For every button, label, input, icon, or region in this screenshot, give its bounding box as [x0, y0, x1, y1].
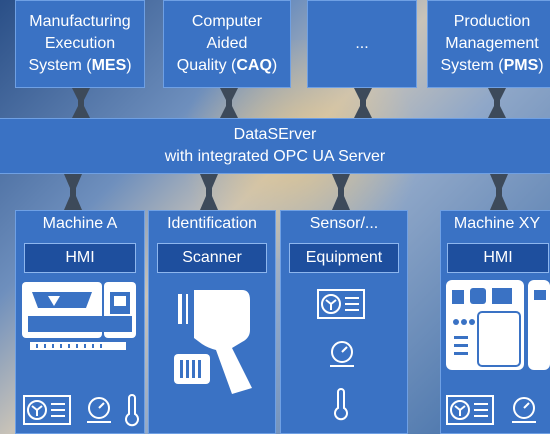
- other-system-box[interactable]: ...: [307, 0, 417, 88]
- machine-xy-title: Machine XY: [453, 215, 541, 232]
- machine-a-hmi[interactable]: HMI: [24, 243, 136, 273]
- sensor-icons: [317, 289, 365, 421]
- equipment-label[interactable]: Equipment: [289, 243, 399, 273]
- scanner-label[interactable]: Scanner: [157, 243, 267, 273]
- machine-a-sensors-icons: [23, 394, 139, 427]
- connector-mes: [72, 88, 90, 118]
- machine-xy-sensors-icons: [446, 395, 536, 425]
- bottom-connectors: [64, 174, 508, 210]
- mes-line1: Manufacturing: [29, 13, 131, 30]
- dataserver-subtitle: with integrated OPC UA Server: [164, 148, 386, 165]
- connector-other: [354, 88, 372, 118]
- caq-box[interactable]: Computer Aided Quality (CAQ): [163, 0, 291, 88]
- cnc-machine-icon: [22, 282, 136, 350]
- pms-line1: Production: [453, 13, 531, 30]
- dataserver-box[interactable]: DataSErver with integrated OPC UA Server: [0, 118, 550, 174]
- caq-line1: Computer: [191, 13, 263, 30]
- caq-line3: Quality (CAQ): [176, 57, 278, 74]
- identification-panel[interactable]: Identification Scanner: [148, 210, 276, 434]
- sensor-title: Sensor/...: [309, 215, 379, 232]
- machine-xy-hmi[interactable]: HMI: [447, 243, 549, 273]
- machine-xy-icon: [446, 280, 550, 370]
- connector-caq: [220, 88, 238, 118]
- pms-line3: System (PMS): [440, 57, 544, 74]
- connector-identification: [200, 174, 218, 210]
- other-system-label: ...: [355, 35, 369, 52]
- dataserver-title: DataSErver: [233, 126, 317, 143]
- barcode-scanner-icon: [174, 290, 252, 394]
- identification-title: Identification: [167, 215, 257, 232]
- connector-sensor: [332, 174, 350, 210]
- connector-pms: [488, 88, 506, 118]
- mes-line2: Execution: [44, 35, 116, 52]
- pms-line2: Management: [445, 35, 539, 52]
- mes-box[interactable]: Manufacturing Execution System (MES): [15, 0, 145, 88]
- connector-machine-xy: [490, 174, 508, 210]
- connector-machine-a: [64, 174, 82, 210]
- top-connectors: [72, 88, 506, 118]
- pms-box[interactable]: Production Management System (PMS): [427, 0, 550, 88]
- caq-line2: Aided: [206, 35, 248, 52]
- machine-a-title: Machine A: [42, 215, 118, 232]
- mes-line3: System (MES): [28, 57, 132, 74]
